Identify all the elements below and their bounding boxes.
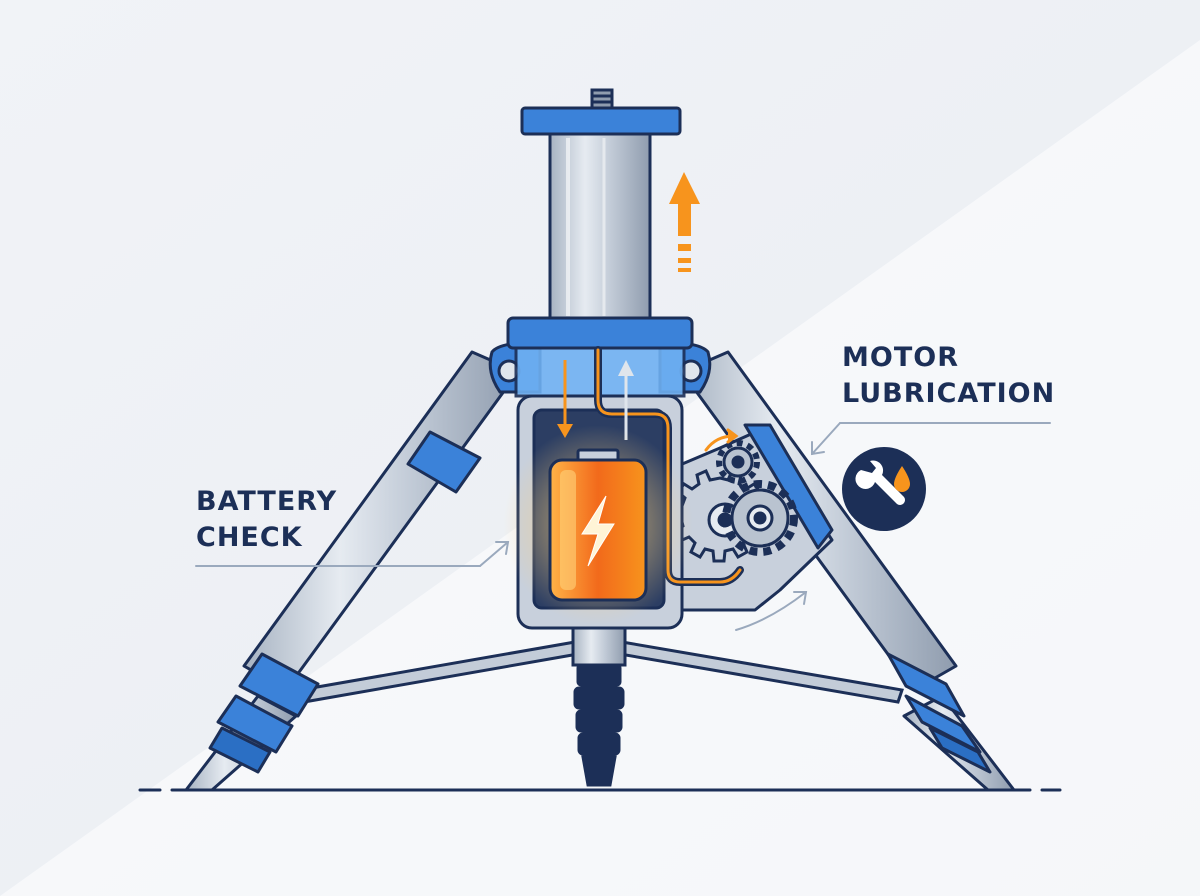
battery [503,425,693,625]
power-wires [594,346,744,586]
motor-label-line-1: MOTOR [842,342,959,373]
tripod-leg-left [184,350,520,792]
lightning-bolt-icon [581,495,615,567]
motor-leader-line [811,422,1051,456]
up-arrow-internal [618,360,634,440]
battery-leader-line [195,541,510,567]
battery-label-line-1: BATTERY [196,486,338,517]
down-arrow [557,360,573,438]
up-arrow-icon [669,172,700,272]
gear-small [716,440,760,484]
motion-arrow [735,591,808,631]
center-column-lower [571,623,627,787]
motor-label-line-2: LUBRICATION [842,378,1056,409]
battery-label-line-2: CHECK [196,522,303,553]
gear-right [722,480,798,556]
wrench-oil-drop-icon [842,447,926,531]
gear-rotation-arrows [704,428,739,452]
motor-lubrication-label: MOTOR LUBRICATION [842,340,1055,412]
elevating-center-column [520,88,682,322]
battery-check-label: BATTERY CHECK [196,484,337,556]
